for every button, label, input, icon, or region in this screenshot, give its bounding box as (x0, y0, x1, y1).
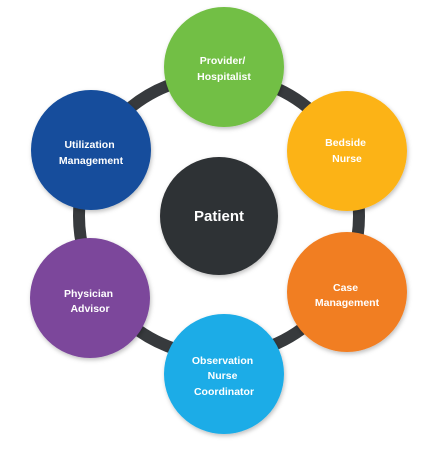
node-provider-hospitalist: Provider/ Hospitalist (164, 7, 284, 127)
center-label: Patient (194, 208, 244, 225)
node-label: Physician Advisor (64, 288, 116, 315)
node-label: Bedside Nurse (325, 137, 369, 165)
node-observation-nurse-coordinator: Observation Nurse Coordinator (164, 314, 284, 434)
node-circle (287, 232, 407, 352)
node-circle (31, 90, 151, 210)
node-label: Utilization Management (59, 139, 124, 167)
center-circle (160, 157, 278, 275)
center-node: Patient (160, 157, 278, 275)
node-label: Provider/ Hospitalist (197, 55, 251, 83)
node-circle (164, 314, 284, 434)
node-circle (30, 238, 150, 358)
node-circle (164, 7, 284, 127)
node-physician-advisor: Physician Advisor (30, 238, 150, 358)
node-case-management: Case Management (287, 232, 407, 352)
node-bedside-nurse: Bedside Nurse (287, 91, 407, 211)
node-label: Observation Nurse Coordinator (192, 355, 256, 398)
node-label: Case Management (315, 282, 380, 309)
node-utilization-management: Utilization Management (31, 90, 151, 210)
node-circle (287, 91, 407, 211)
